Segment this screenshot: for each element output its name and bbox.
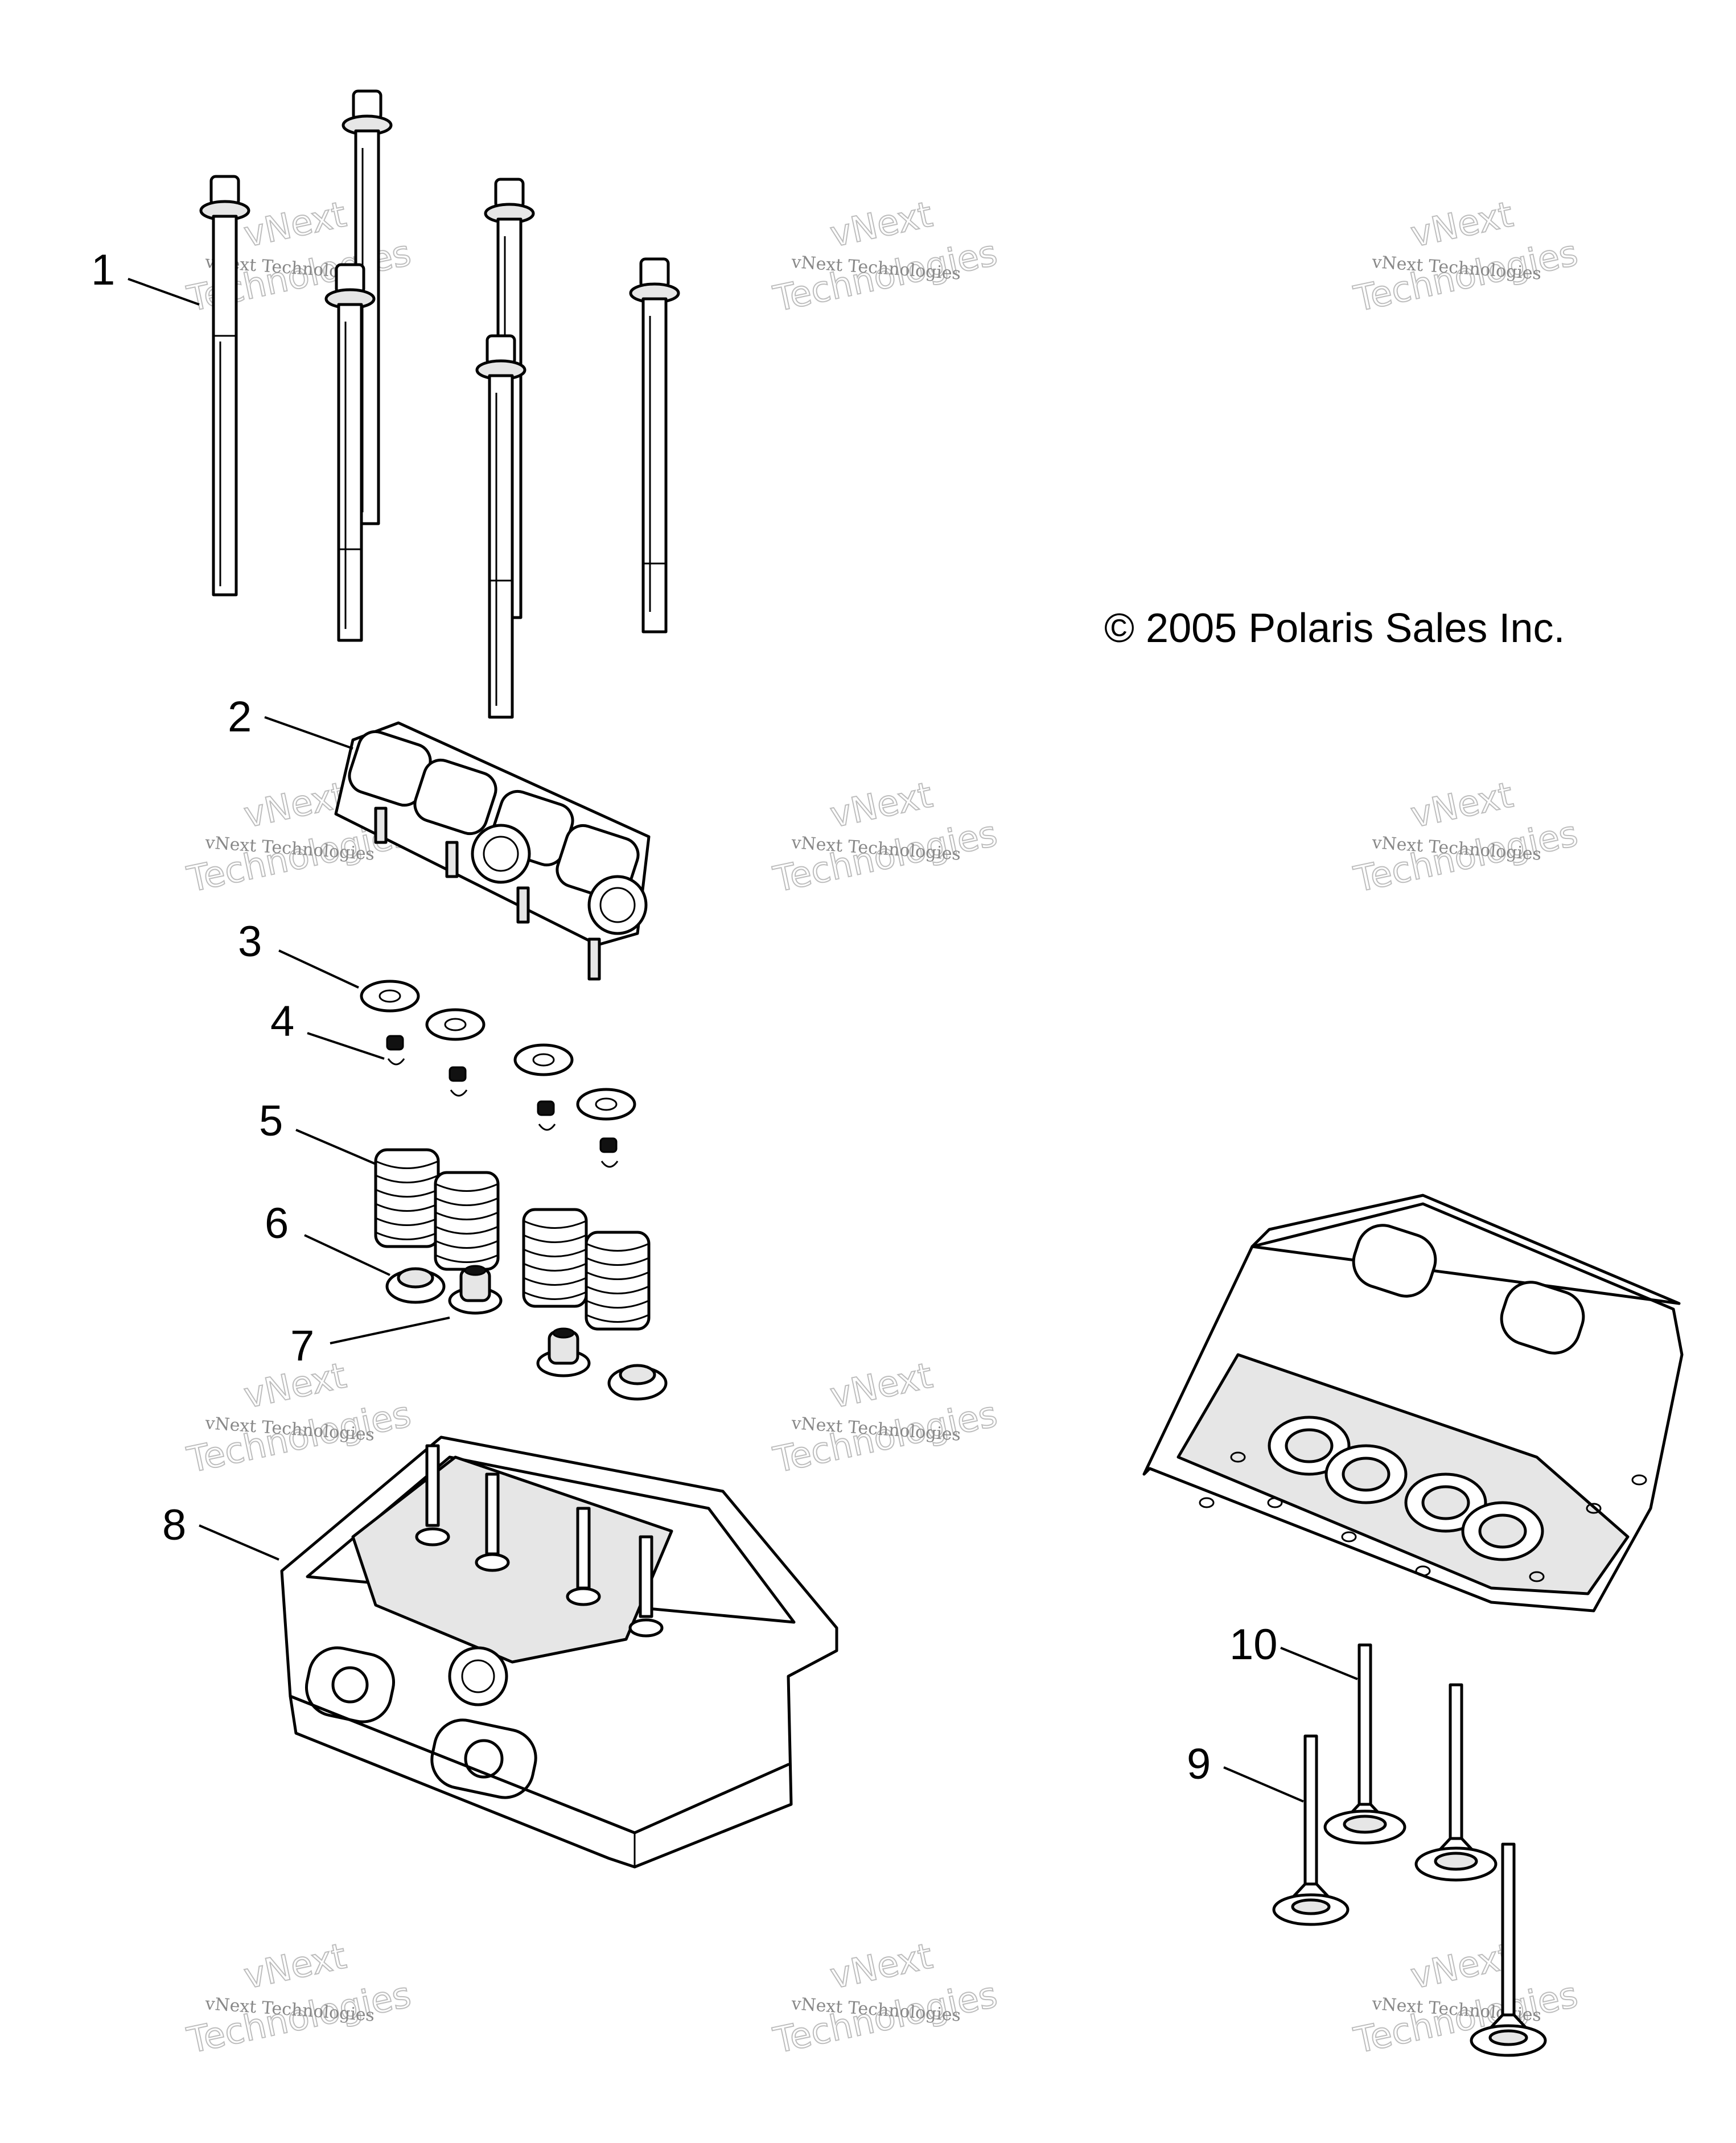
svg-text:vNext: vNext (1407, 1935, 1516, 1997)
spring-seat (385, 1267, 446, 1304)
cylinder-head-underside (1142, 1194, 1684, 1613)
watermark: vNext Technologies vNext Technologies (1350, 773, 1582, 900)
svg-text:vNext: vNext (240, 774, 349, 836)
svg-text:vNext: vNext (826, 774, 936, 836)
stem-seal (536, 1327, 591, 1377)
watermark: vNext Technologies vNext Technologies (769, 1934, 1001, 2062)
head-bolt (629, 257, 680, 634)
svg-text:vNext: vNext (826, 1935, 936, 1997)
watermark: vNext Technologies vNext Technologies (1350, 192, 1582, 320)
callout-2: 2 (228, 693, 252, 741)
valve-spring (585, 1231, 651, 1331)
callout-10: 10 (1229, 1620, 1278, 1669)
valve-stem-protrusion (415, 1444, 450, 1546)
retainer (576, 1088, 636, 1121)
head-bolt (199, 175, 250, 597)
spring-seats (385, 1267, 668, 1401)
callout-9: 9 (1187, 1740, 1211, 1788)
watermark: vNext Technologies vNext Technologies (769, 192, 1001, 320)
watermark: vNext Technologies vNext Technologies (769, 773, 1001, 900)
exhaust-valve (1470, 1842, 1547, 2057)
callout-3: 3 (238, 918, 262, 966)
keeper (449, 1066, 468, 1097)
valve-spring (374, 1148, 440, 1248)
valve-spring (434, 1171, 500, 1271)
retainer (425, 1008, 486, 1041)
callout-8: 8 (162, 1501, 186, 1549)
watermark: vNext Technologies vNext Technologies (183, 1934, 415, 2062)
head-bolt (324, 263, 376, 642)
valve-stem-protrusion (566, 1507, 601, 1606)
head-bolts (199, 89, 680, 719)
valve-spring (522, 1208, 588, 1308)
exhaust-valve (1272, 1734, 1350, 1926)
copyright-text: © 2005 Polaris Sales Inc. (1104, 606, 1565, 651)
svg-text:vNext: vNext (240, 193, 349, 255)
svg-text:vNext: vNext (1407, 774, 1516, 836)
spring-retainers (360, 980, 636, 1121)
valve-stem-protrusion (628, 1535, 664, 1638)
spring-seat (607, 1364, 668, 1401)
valve-stem-protrusion (475, 1472, 510, 1572)
svg-text:vNext: vNext (1407, 193, 1516, 255)
cylinder-head (280, 1435, 838, 1869)
callout-5: 5 (259, 1097, 283, 1145)
valve-keepers (386, 1035, 619, 1168)
valve-stem-seals (448, 1265, 591, 1377)
bolt-holes (1199, 1451, 1647, 1582)
callouts: 1 2 3 4 5 6 7 8 9 10 (91, 246, 1358, 1803)
callout-6: 6 (265, 1199, 289, 1248)
intake-valve (1323, 1643, 1406, 1845)
intake-valve (1414, 1683, 1498, 1882)
watermark: vNext Technologies vNext Technologies (183, 1354, 415, 1481)
keeper (599, 1137, 619, 1168)
callout-1: 1 (91, 246, 115, 294)
svg-text:vNext: vNext (826, 1354, 936, 1416)
retainer (513, 1043, 574, 1076)
valve-springs (374, 1148, 651, 1331)
retainer (360, 980, 420, 1013)
watermark: vNext Technologies vNext Technologies (769, 1354, 1001, 1481)
head-bolt (475, 334, 526, 719)
watermark: vNext Technologies vNext Technologies (1350, 1934, 1582, 2062)
keeper (537, 1100, 556, 1131)
svg-text:vNext: vNext (826, 193, 936, 255)
valves (1272, 1643, 1547, 2057)
stem-seal (448, 1265, 503, 1315)
callout-4: 4 (270, 997, 294, 1046)
callout-7: 7 (290, 1322, 314, 1370)
svg-text:vNext: vNext (240, 1935, 349, 1997)
rocker-arm-assembly (334, 721, 651, 981)
keeper (386, 1035, 405, 1066)
